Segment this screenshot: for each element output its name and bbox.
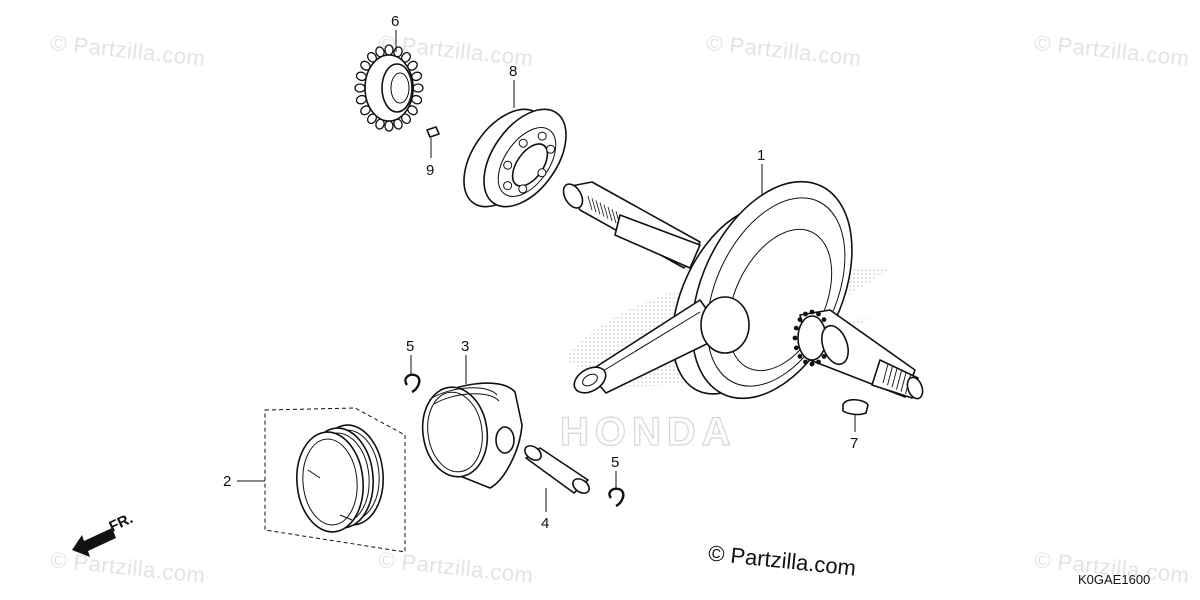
diagram-code: K0GAE1600 — [1078, 572, 1151, 587]
shaft-splines — [587, 195, 621, 226]
crankshaft[interactable] — [560, 156, 926, 424]
woodruff-key[interactable] — [842, 398, 869, 416]
ball-bearing[interactable] — [447, 95, 583, 222]
honda-logo-text: HONDA — [560, 410, 737, 454]
piston[interactable] — [417, 382, 523, 489]
callout-5-lower: 5 — [611, 454, 619, 471]
piston-ring-set[interactable] — [264, 407, 406, 553]
leader-lines — [237, 30, 856, 512]
timing-sprocket[interactable] — [354, 44, 424, 132]
bearing-balls — [503, 131, 556, 194]
callout-8: 8 — [509, 63, 517, 80]
front-arrow-label: FR. — [107, 510, 136, 536]
callout-5-upper: 5 — [406, 338, 414, 355]
callout-1: 1 — [757, 147, 765, 164]
callout-6: 6 — [391, 13, 399, 30]
front-direction-arrow: FR. — [72, 510, 136, 557]
callout-3: 3 — [461, 338, 469, 355]
piston-pin[interactable] — [522, 443, 592, 496]
piston-pin-clip-lower[interactable] — [608, 487, 625, 508]
piston-pin-clip-upper[interactable] — [404, 373, 421, 394]
callout-4: 4 — [541, 515, 549, 532]
shaft-threads — [882, 363, 911, 395]
callout-9: 9 — [426, 162, 434, 179]
small-key[interactable] — [426, 126, 440, 138]
callout-2: 2 — [223, 473, 231, 490]
callout-7: 7 — [850, 435, 858, 452]
